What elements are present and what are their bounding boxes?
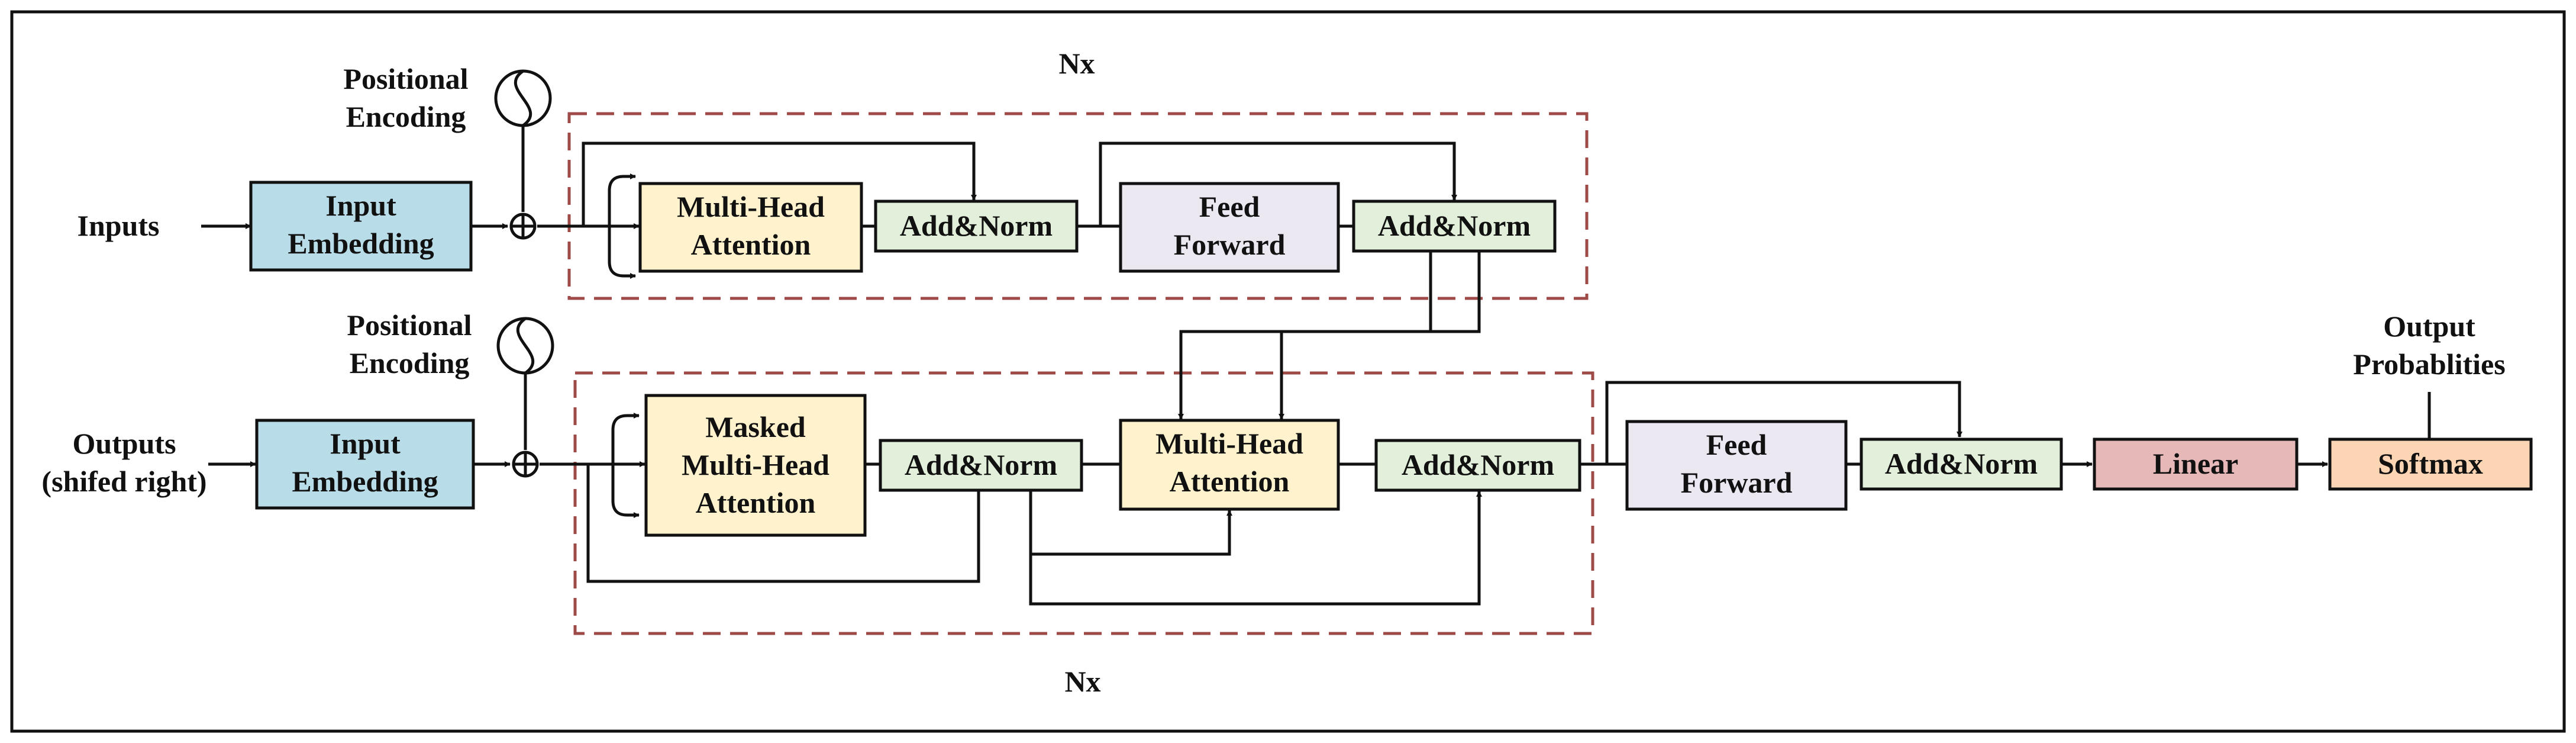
dec-mha-line2: Attention [1170,465,1290,498]
dec-masked-line2: Multi-Head [682,448,829,481]
enc-feed-forward-block: Feed Forward [1119,182,1340,273]
dec-query-path [1029,491,1232,556]
enc-residual-1 [582,141,977,226]
softmax-block: Softmax [2328,438,2533,491]
output-probabilities-line2: Probablities [2353,348,2505,381]
dec-embedding-line2: Embedding [292,465,438,498]
dec-pe-label-line1: Positional [347,308,472,342]
enc-out-line-a [1178,252,1432,420]
dec-input-embedding-block: Input Embedding [255,419,475,510]
dec-residual-2 [1029,491,1482,606]
outputs-label-line1: Outputs [72,427,176,460]
head-addnorm-block: Add&Norm [1860,438,2063,491]
outer-frame [10,10,2566,733]
dec-addnorm-1-block: Add&Norm [879,439,1083,492]
enc-pe-label-line1: Positional [343,62,468,95]
enc-residual-2 [1099,141,1457,226]
enc-ff-line1: Feed [1199,190,1260,223]
enc-mha-line2: Attention [691,228,811,261]
enc-input-embedding-block: Input Embedding [249,181,473,272]
dec-masked-branch-top [611,413,640,464]
enc-pe-label-line2: Encoding [346,100,466,133]
enc-multihead-attention-block: Multi-Head Attention [638,182,863,273]
decoder-nx-label: Nx [1064,665,1100,698]
head-residual [1605,381,1962,464]
head-ff-line1: Feed [1706,428,1767,461]
dec-addnorm-1-label: Add&Norm [905,448,1057,481]
head-ff-line2: Forward [1681,466,1793,499]
dec-sum-icon [512,451,539,478]
enc-addnorm-1-block: Add&Norm [874,200,1079,253]
enc-embedding-line2: Embedding [288,227,434,260]
enc-embedding-line1: Input [325,189,396,222]
dec-masked-line3: Attention [696,486,816,519]
outputs-label-line2: (shifed right) [41,465,206,498]
enc-out-line-b [1279,252,1481,420]
head-addnorm-label: Add&Norm [1885,447,2038,480]
encoder-nx-label: Nx [1058,47,1095,80]
enc-mha-branch-top [608,173,636,226]
enc-ff-line2: Forward [1174,228,1286,261]
enc-positional-encoding-icon [494,69,552,127]
dec-pe-label-line2: Encoding [350,346,470,379]
decoder-dashed-region [573,371,1594,635]
linear-block: Linear [2093,438,2299,491]
enc-addnorm-2-label: Add&Norm [1378,209,1531,242]
dec-masked-attention-block: Masked Multi-Head Attention [644,394,867,537]
head-feed-forward-block: Feed Forward [1625,420,1848,511]
inputs-label: Inputs [78,209,160,242]
dec-masked-line1: Masked [705,410,806,443]
linear-label: Linear [2153,447,2238,480]
enc-addnorm-1-label: Add&Norm [900,209,1053,242]
dec-mha-line1: Multi-Head [1155,427,1303,460]
dec-multihead-attention-block: Multi-Head Attention [1119,419,1340,511]
enc-mha-line1: Multi-Head [677,190,825,223]
dec-embedding-line1: Input [330,427,401,460]
dec-addnorm-2-block: Add&Norm [1374,439,1581,492]
enc-sum-icon [509,213,537,240]
enc-addnorm-2-block: Add&Norm [1352,200,1557,253]
enc-mha-branch-bot [608,226,636,279]
dec-masked-branch-bot [611,464,640,518]
softmax-label: Softmax [2378,447,2483,480]
dec-positional-encoding-icon [496,317,554,375]
dec-addnorm-2-label: Add&Norm [1402,448,1554,481]
dec-residual-1 [586,464,980,583]
output-probabilities-line1: Output [2383,310,2475,343]
